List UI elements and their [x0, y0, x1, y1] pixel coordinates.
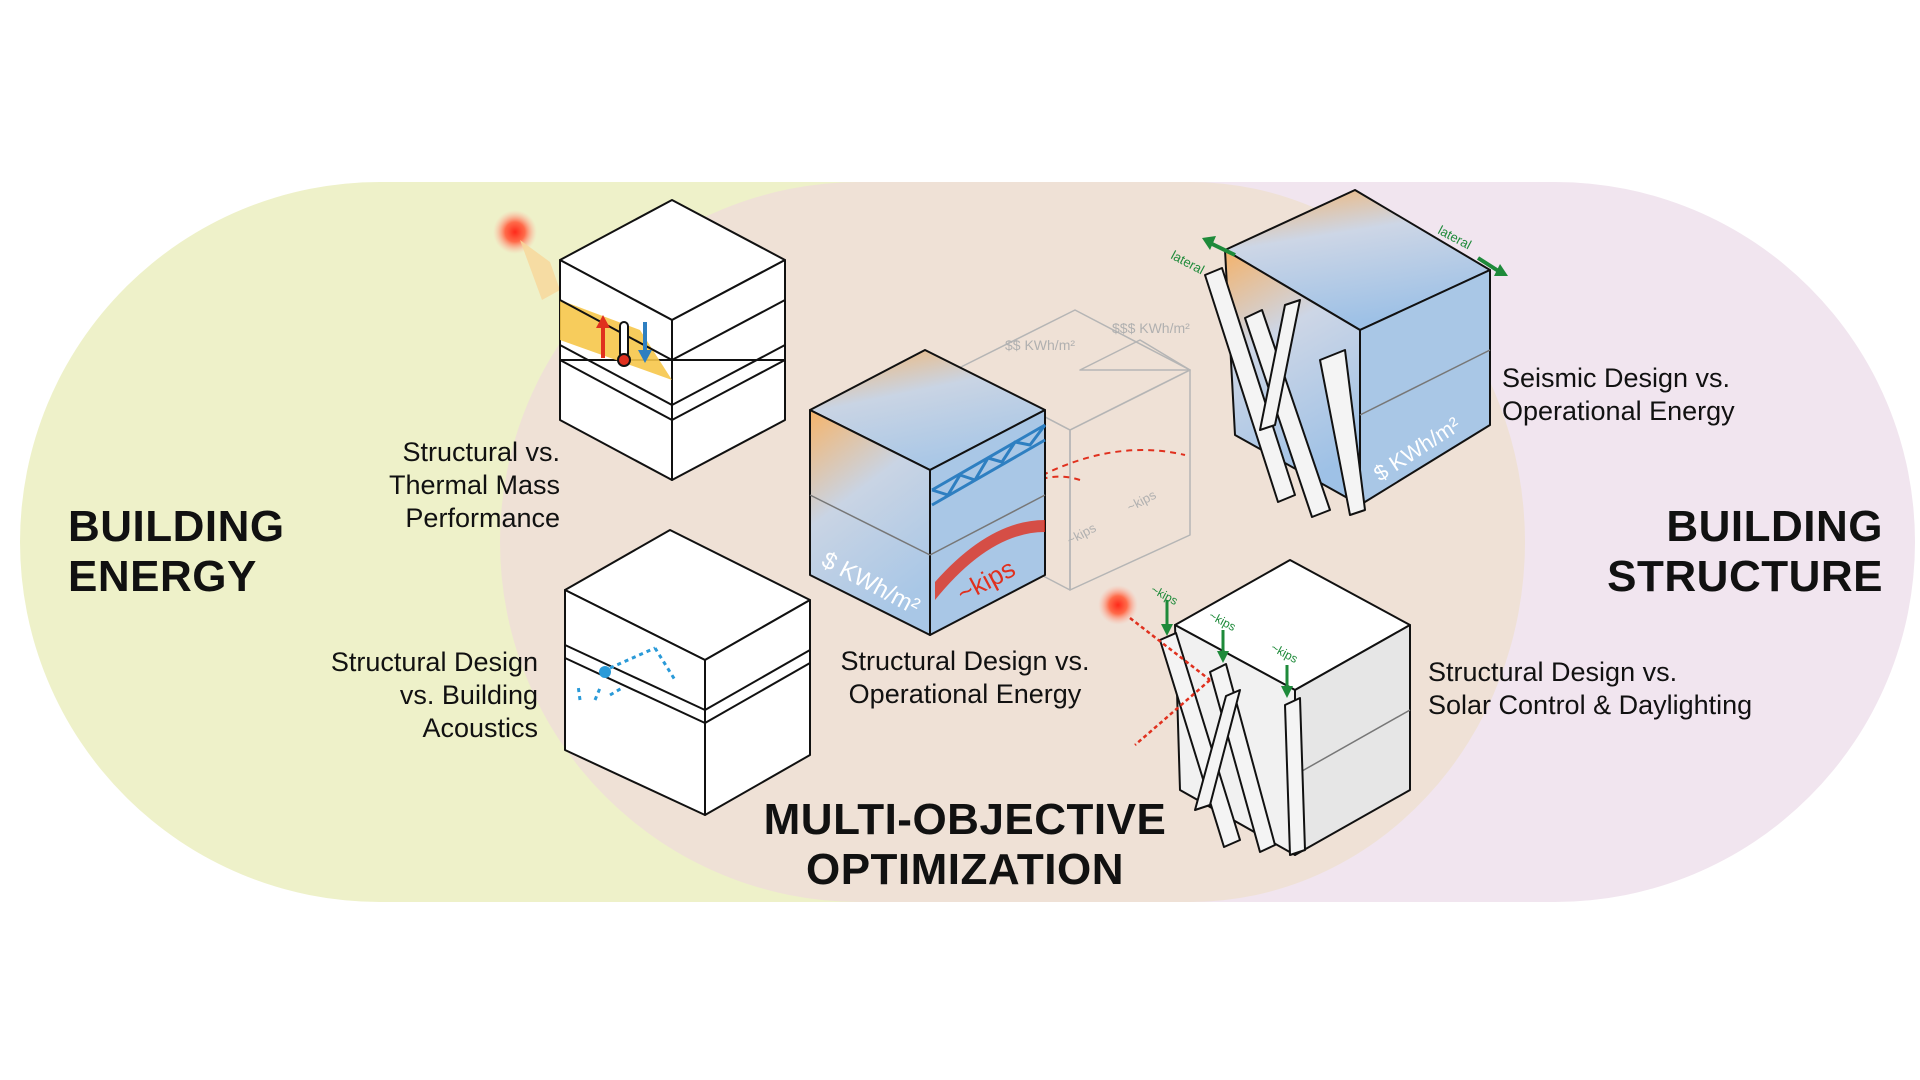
caption-operational-energy: Structural Design vs. Operational Energy [810, 645, 1120, 711]
heat-down-arrow [638, 322, 652, 363]
caption-seismic-line1: Seismic Design vs. [1502, 363, 1731, 393]
caption-acoustics-line2: vs. Building [399, 680, 538, 710]
label-kwh-far: $$$ KWh/m² [1112, 320, 1190, 336]
heading-building-structure-line2: STRUCTURE [1607, 552, 1883, 601]
lateral-arrow-left [1202, 236, 1236, 257]
acoustics-cube [564, 529, 811, 816]
caption-acoustics-line1: Structural Design [330, 647, 538, 677]
caption-acoustics-line3: Acoustics [422, 713, 538, 743]
heading-building-energy-line2: ENERGY [68, 552, 257, 601]
truss-icon [931, 423, 1047, 507]
heat-up-arrow [596, 315, 610, 358]
heading-multi-objective: MULTI-OBJECTIVE OPTIMIZATION [700, 795, 1230, 895]
load-arrows [1161, 600, 1293, 698]
reflected-ray [1134, 679, 1211, 746]
thermal-mass-cube [493, 199, 786, 481]
caption-thermal-mass: Structural vs. Thermal Mass Performance [340, 436, 560, 535]
lateral-arrow-right [1476, 256, 1508, 276]
thermometer-icon [619, 321, 629, 359]
solar-diagrid [1159, 632, 1306, 856]
solar-control-cube [1098, 559, 1411, 856]
heading-building-energy-line1: BUILDING [68, 502, 285, 551]
caption-thermal-line2: Thermal Mass [388, 470, 560, 500]
caption-operational-line1: Structural Design vs. [840, 646, 1090, 676]
caption-solar-line2: Solar Control & Daylighting [1428, 690, 1753, 720]
sun-ray [1129, 617, 1211, 681]
sound-wave-icon [576, 646, 677, 701]
caption-seismic: Seismic Design vs. Operational Energy [1502, 362, 1735, 428]
heading-building-energy: BUILDING ENERGY [68, 502, 285, 602]
diagrid-braces [1204, 267, 1366, 518]
sun-icon-solar [1098, 585, 1138, 625]
sun-beam [520, 240, 560, 300]
heading-multi-objective-line1: MULTI-OBJECTIVE [763, 795, 1167, 844]
caption-seismic-line2: Operational Energy [1502, 396, 1735, 426]
caption-solar-line1: Structural Design vs. [1428, 657, 1678, 687]
heading-building-structure: BUILDING STRUCTURE [1607, 502, 1883, 602]
heading-multi-objective-line2: OPTIMIZATION [805, 845, 1125, 894]
caption-acoustics: Structural Design vs. Building Acoustics [300, 646, 538, 745]
operational-energy-cube [809, 309, 1191, 636]
caption-solar: Structural Design vs. Solar Control & Da… [1428, 656, 1752, 722]
sun-icon [493, 210, 537, 254]
label-kwh-mid: $$ KWh/m² [1005, 337, 1075, 353]
caption-thermal-line1: Structural vs. [402, 437, 560, 467]
heading-building-structure-line1: BUILDING [1666, 502, 1883, 551]
seismic-cube [1202, 189, 1508, 518]
kips-curve [935, 520, 1045, 600]
caption-thermal-line3: Performance [405, 503, 560, 533]
speaker-icon [599, 666, 611, 678]
caption-operational-line2: Operational Energy [848, 679, 1082, 709]
